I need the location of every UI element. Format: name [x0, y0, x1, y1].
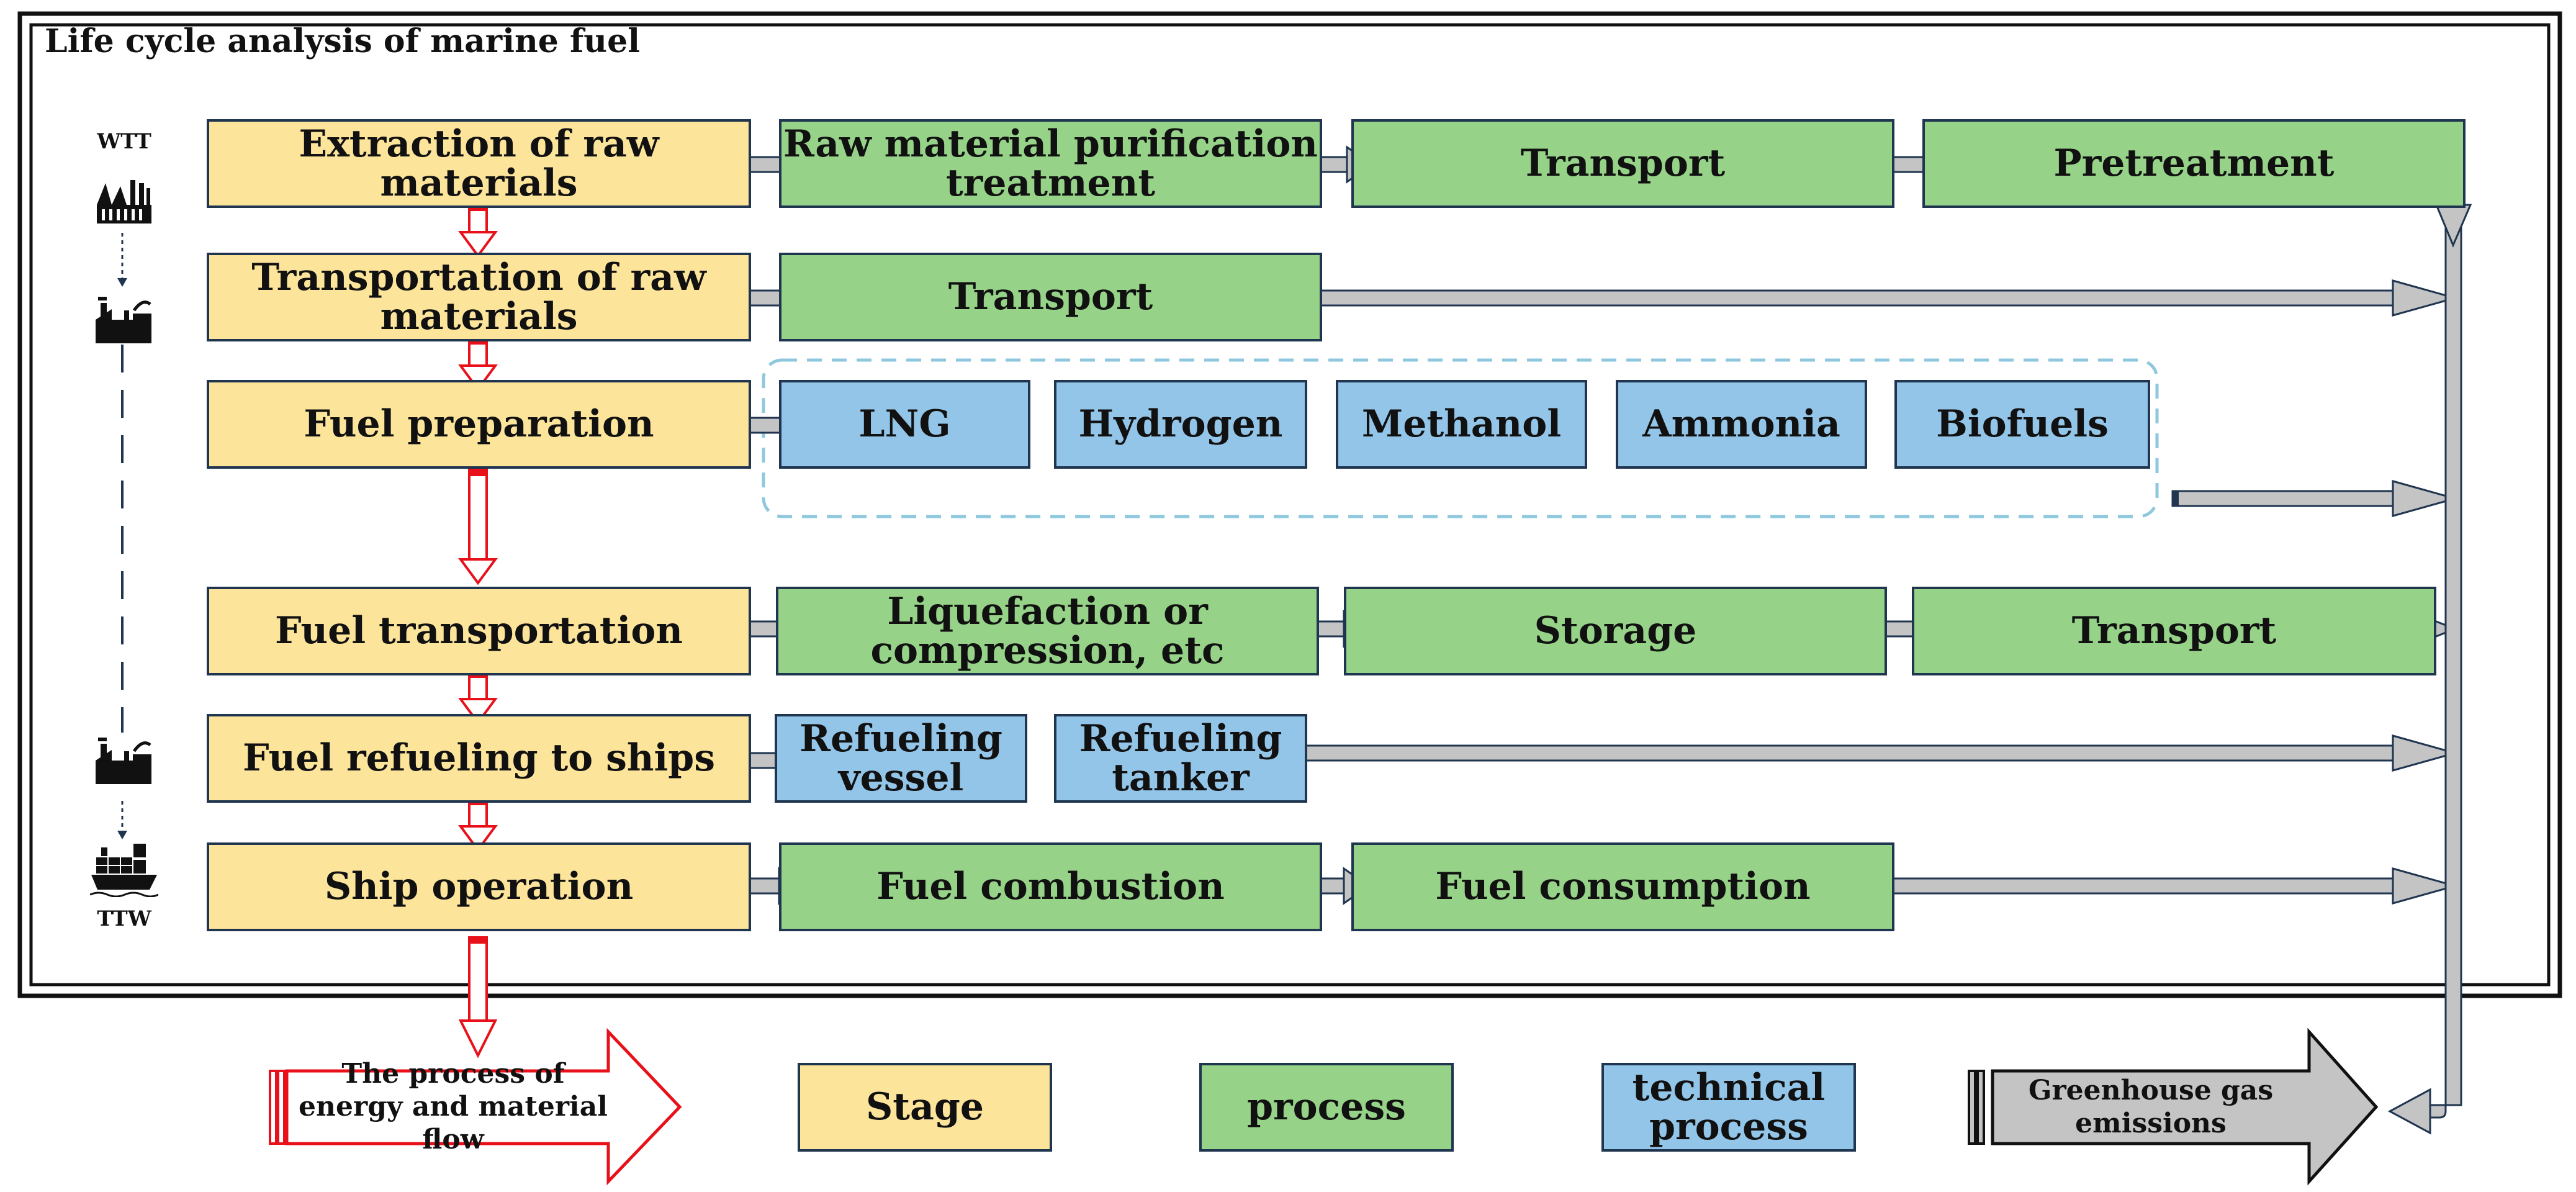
legend-emissions-label: Greenhouse gas emissions: [2028, 1074, 2274, 1139]
legend-flow-label: The process of energy and material flow: [299, 1058, 608, 1155]
outer-frame: [17, 11, 2562, 998]
process-transport-r1: Transport: [1351, 119, 1894, 208]
legend-stage: Stage: [798, 1063, 1052, 1152]
legend-process: process: [1199, 1063, 1454, 1152]
process-fuel-combustion: Fuel combustion: [779, 842, 1322, 931]
process-transport-r2: Transport: [779, 253, 1322, 341]
factory-icon: [97, 180, 151, 224]
stage-extraction: Extraction of raw materials: [207, 119, 751, 208]
legend-flow-arrow: [269, 1027, 682, 1186]
stage-fuel-refueling: Fuel refueling to ships: [207, 714, 751, 803]
legend-technical-process: technical process: [1601, 1063, 1856, 1152]
wtt-label: WTT: [97, 129, 151, 154]
flow-arrow-1: [459, 204, 497, 257]
ghg-collector: [2429, 169, 2462, 1119]
fuel-tech-group: [762, 358, 2159, 518]
process-fuel-consumption: Fuel consumption: [1351, 842, 1894, 931]
tech-refueling-vessel: Refueling vessel: [775, 714, 1027, 803]
tech-refueling-tanker: Refueling tanker: [1054, 714, 1307, 803]
stage-ship-operation: Ship operation: [207, 842, 751, 931]
stage-fuel-transportation: Fuel transportation: [207, 587, 751, 675]
stage-fuel-preparation: Fuel preparation: [207, 380, 751, 469]
inner-frame: [29, 23, 2551, 987]
process-storage: Storage: [1344, 587, 1887, 675]
tech-lng: LNG: [779, 380, 1030, 469]
flow-arrow-3: [459, 469, 497, 584]
process-raw-material-purification: Raw material purification treatment: [779, 119, 1322, 208]
stage-transportation-raw: Transportation of raw materials: [207, 253, 751, 341]
tech-biofuels: Biofuels: [1894, 380, 2150, 469]
refinery-icon: [96, 297, 151, 343]
tech-hydrogen: Hydrogen: [1054, 380, 1307, 469]
process-pretreatment: Pretreatment: [1922, 119, 2466, 208]
tech-ammonia: Ammonia: [1616, 380, 1867, 469]
process-liquefaction: Liquefaction or compression, etc: [776, 587, 1319, 675]
process-transport-r4: Transport: [1912, 587, 2436, 675]
legend-emissions-arrow: [1968, 1027, 2379, 1186]
tech-methanol: Methanol: [1336, 380, 1587, 469]
refinery-icon: [96, 738, 151, 784]
ship-icon: [90, 844, 158, 897]
ttw-label: TTW: [97, 906, 151, 931]
diagram-title: Life cycle analysis of marine fuel: [45, 22, 640, 60]
